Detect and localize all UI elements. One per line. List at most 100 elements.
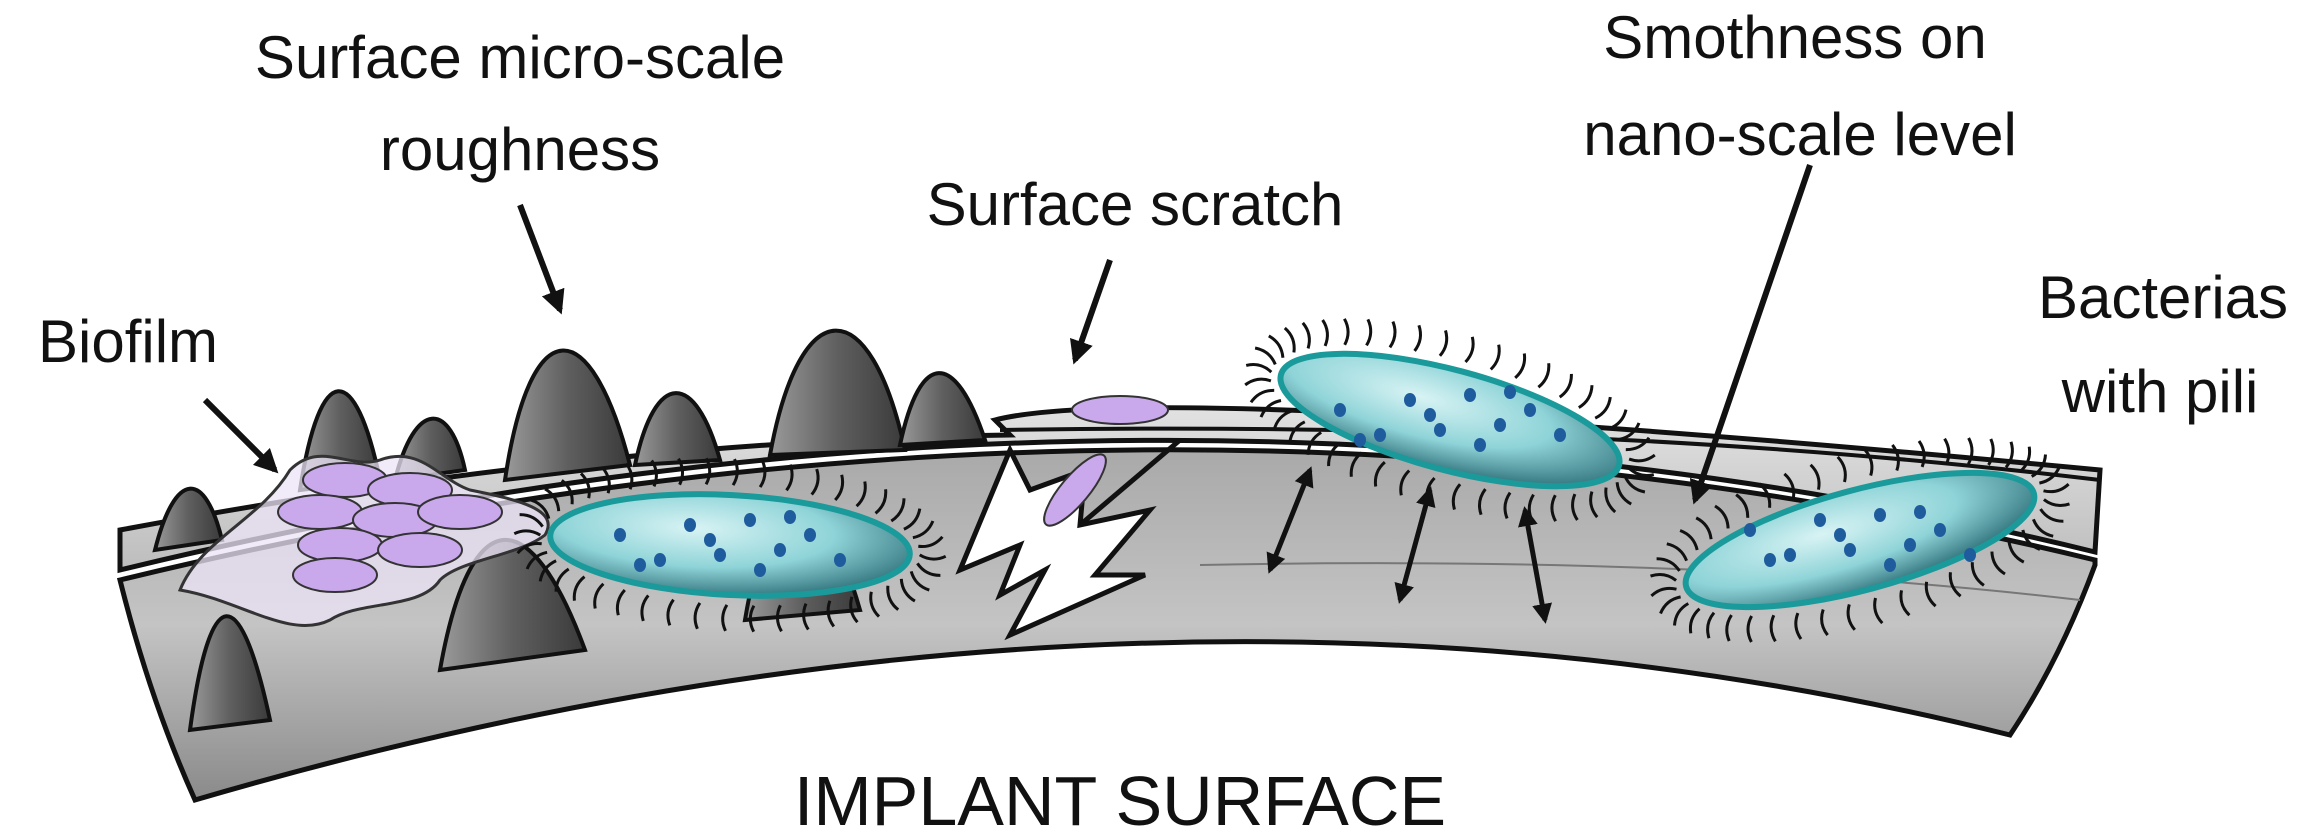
pilus	[513, 529, 542, 537]
bump	[502, 348, 633, 483]
pilus	[1503, 491, 1512, 519]
pilus	[869, 591, 881, 618]
adhesion-arrows	[1266, 466, 1552, 624]
pilus	[1967, 437, 1974, 465]
label-scratch: Surface scratch	[927, 171, 1344, 238]
bacterium-dot	[1814, 513, 1826, 527]
pilus	[721, 604, 729, 632]
pilus	[1864, 449, 1874, 477]
scratch-debris	[1071, 395, 1169, 425]
pilus	[1679, 529, 1699, 551]
pilus	[886, 585, 900, 611]
bacterium-dot	[744, 513, 756, 527]
pilus	[1666, 542, 1688, 562]
pilus	[704, 457, 712, 486]
bacterium-dot	[1474, 438, 1486, 452]
pilus	[748, 604, 756, 633]
pilus	[1714, 504, 1730, 529]
pilus	[1589, 491, 1599, 519]
arrow-icon	[202, 397, 279, 474]
label-biofilm: Biofilm	[38, 308, 218, 375]
bacterium-dot	[684, 518, 696, 532]
pilus	[554, 567, 570, 592]
pilus	[1948, 572, 1962, 598]
biofilm-cell	[417, 494, 503, 530]
pilus	[1618, 422, 1641, 441]
pilus	[1836, 455, 1847, 483]
double-arrow-icon	[1394, 486, 1436, 604]
pilus	[1746, 615, 1753, 643]
pilus	[1990, 551, 2006, 576]
label-bacteria-line2: with pili	[2061, 358, 2259, 425]
bacterium-dot	[1844, 543, 1856, 557]
bacterium-dot	[804, 528, 816, 542]
pilus	[2042, 498, 2070, 507]
pilus	[650, 459, 658, 487]
pilus	[593, 582, 605, 609]
pilus	[849, 596, 859, 624]
pilus	[1650, 573, 1678, 582]
pilus	[560, 479, 574, 505]
pilus	[1451, 483, 1462, 511]
pilus	[1571, 493, 1579, 521]
pilus	[1625, 436, 1651, 452]
pilus	[731, 458, 739, 486]
pilus	[1873, 597, 1884, 625]
pilus	[538, 559, 557, 582]
pilus	[2004, 441, 2014, 469]
pilus	[1349, 451, 1363, 477]
pilus	[624, 462, 634, 490]
biofilm-cell	[277, 494, 363, 530]
pilus	[1943, 437, 1951, 466]
pilus	[2032, 518, 2054, 538]
pilus	[1891, 443, 1900, 471]
pilus	[903, 508, 922, 531]
bacterium-dot	[774, 543, 786, 557]
pilus	[1628, 453, 1656, 463]
pilus	[899, 578, 916, 603]
biofilm-cell	[292, 557, 378, 593]
pointer-arrows	[202, 164, 1813, 505]
pilus	[1688, 607, 1701, 634]
label-roughness-line2: roughness	[380, 116, 660, 183]
bacterium-3	[1650, 437, 2070, 643]
pilus	[855, 481, 867, 508]
pilus	[1259, 399, 1282, 418]
bacterium-dot	[784, 510, 796, 524]
pilus	[2043, 482, 2070, 494]
bacterium-dot	[1964, 548, 1976, 562]
pilus	[1794, 612, 1803, 640]
pilus	[1970, 562, 1985, 587]
pilus	[1514, 353, 1527, 380]
pilus	[1820, 609, 1829, 637]
pilus	[2030, 454, 2047, 478]
bacterium-dot	[654, 553, 666, 567]
pilus	[1249, 388, 1275, 404]
bacterium-1	[513, 457, 947, 633]
bump	[632, 391, 723, 468]
bump	[187, 614, 273, 733]
bacterium-body	[1682, 469, 2038, 611]
pilus	[834, 474, 845, 502]
pilus	[912, 520, 935, 540]
pilus	[1283, 326, 1296, 353]
bacterium-dot	[1914, 505, 1926, 519]
pilus	[1327, 441, 1342, 467]
pilus	[1899, 590, 1911, 617]
pilus	[1288, 420, 1306, 444]
bacterium-dot	[1504, 385, 1516, 399]
pilus	[615, 588, 626, 616]
scratch-crack	[1078, 438, 1182, 527]
pilus	[1924, 581, 1937, 608]
arrow-icon	[1070, 259, 1113, 365]
pilus	[1846, 603, 1856, 631]
surface-scratch	[955, 395, 1182, 641]
pilus	[1783, 472, 1796, 499]
pilus	[1735, 493, 1750, 518]
pilus	[826, 600, 836, 628]
label-smoothness-line1: Smothness on	[1603, 4, 1987, 71]
implant-surface-title: IMPLANT SURFACE	[794, 762, 1446, 837]
bacterium-dot	[1884, 558, 1896, 572]
bacterium-dot	[834, 553, 846, 567]
pilus	[1268, 334, 1285, 358]
